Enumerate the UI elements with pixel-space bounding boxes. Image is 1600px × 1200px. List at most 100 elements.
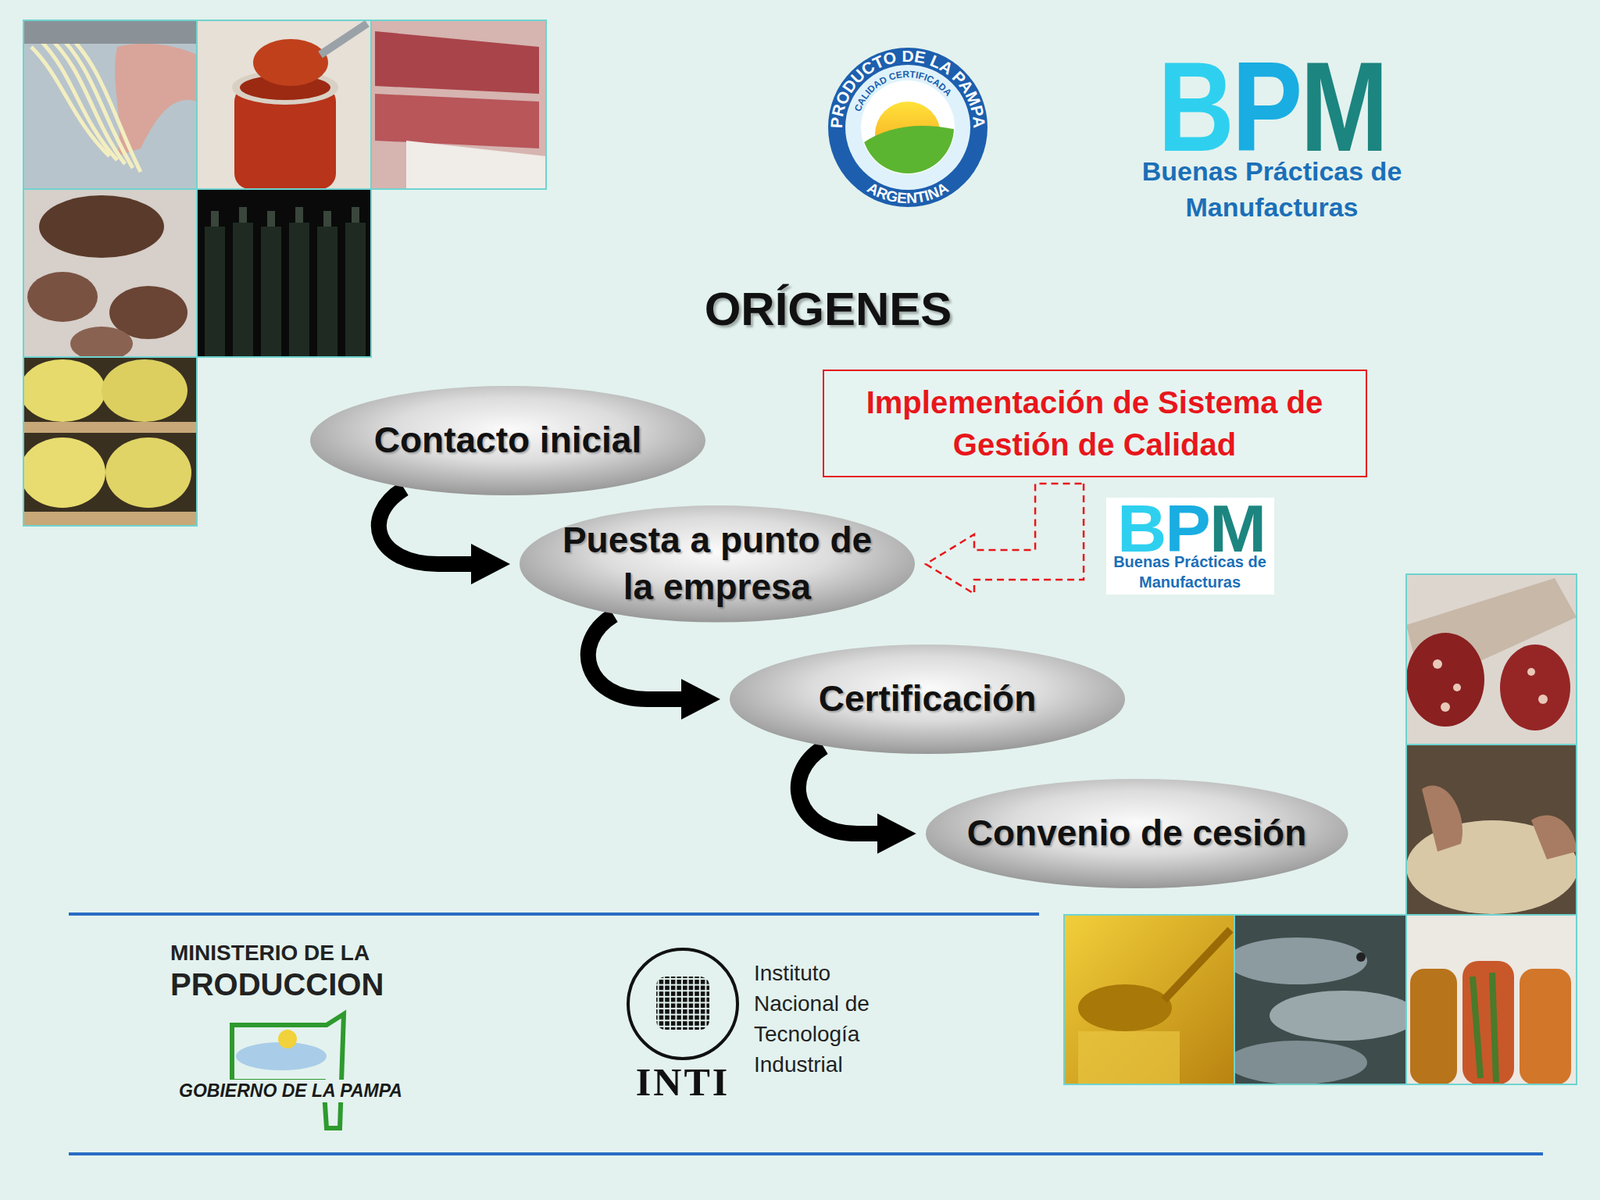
photo-fish <box>1356 952 1366 962</box>
photo-cheese <box>105 437 192 508</box>
photo-meat <box>375 93 540 149</box>
photo-frames <box>23 20 197 190</box>
photo-pickles <box>1406 914 1577 1085</box>
photo-honey <box>1064 914 1235 1085</box>
photo-cheese <box>23 511 197 526</box>
photo-bottles <box>267 210 275 227</box>
process-ellipse: Certificación <box>728 642 1127 756</box>
ellipse-fill <box>519 505 915 623</box>
flow-arrow <box>798 747 886 835</box>
note-label: Implementación de Sistema de Gestión de … <box>860 381 1329 466</box>
ellipse-fill <box>925 778 1349 889</box>
photo-bottles <box>351 207 360 223</box>
photo-honey <box>1164 929 1231 1000</box>
photo-frames <box>23 189 197 358</box>
photo-salami <box>1440 702 1450 712</box>
photo-bottles <box>210 210 219 227</box>
photo-bottles <box>345 222 366 358</box>
photo-cheese <box>23 437 106 508</box>
photo-pickles <box>1410 968 1458 1085</box>
photo-dough <box>1531 815 1577 860</box>
photo-fish <box>1234 914 1407 1085</box>
org-name: Instituto Nacional de Tecnología Industr… <box>753 957 911 1080</box>
seal-text: PRODUCTO DE LA PAMPA <box>827 46 990 129</box>
photo-bottles <box>289 222 310 358</box>
photo-dough <box>1421 785 1463 852</box>
org-name: PRODUCCION <box>170 965 384 1004</box>
photo-fish <box>1234 937 1368 985</box>
photo-pickles <box>1462 960 1515 1085</box>
photo-bottles <box>210 207 360 227</box>
photo-salami <box>1432 659 1548 712</box>
logo-caption: Buenas Prácticas de Manufacturas <box>1110 551 1271 593</box>
node-text-group: Convenio de cesión <box>967 810 1308 858</box>
step-label: Contacto inicial <box>374 417 642 465</box>
step-label: Convenio de cesión <box>967 810 1308 858</box>
inti-emblem <box>628 949 738 1059</box>
photo-fish <box>1269 990 1407 1041</box>
photo-bottles <box>323 210 332 227</box>
photo-bottles <box>232 222 254 358</box>
photo-dough <box>1406 744 1577 915</box>
photo-salami <box>1406 632 1485 727</box>
ellipse-fill <box>310 385 706 496</box>
photo-alfajores <box>27 271 98 322</box>
photo-meat <box>406 140 547 190</box>
photo-alfajores <box>39 195 165 258</box>
province-emblem <box>235 1042 327 1071</box>
photo-salami <box>1538 694 1548 704</box>
logo-caption: Buenas Prácticas de Manufacturas <box>1137 153 1408 225</box>
photo-cheese <box>23 359 106 422</box>
photo-meat <box>371 20 547 190</box>
photo-bottles <box>295 207 304 223</box>
step-label: Puesta a punto de la empresa <box>560 517 874 611</box>
logo-letters: BPM <box>1117 494 1265 562</box>
photo-bottles <box>204 222 366 358</box>
photo-alfajores <box>23 189 197 358</box>
photo-pasta <box>23 20 197 190</box>
photo-honey <box>1078 1031 1180 1085</box>
inti-emblem <box>656 976 710 1030</box>
separator-line <box>68 1152 1543 1156</box>
quality-seal: PRODUCTO DE LA PAMPA CALIDAD CERTIFICADA… <box>827 46 990 208</box>
photo-frames <box>196 189 372 358</box>
logo-letters: BPM <box>1157 42 1386 172</box>
seal-text: ARGENTINA <box>864 178 952 207</box>
quality-seal <box>859 125 957 180</box>
org-name: MINISTERIO DE LA <box>170 939 370 967</box>
photo-pasta <box>31 29 141 172</box>
node-text-group: Certificación <box>818 675 1037 723</box>
seal-text: CALIDAD CERTIFICADA <box>852 68 954 114</box>
ellipse-fill <box>729 644 1125 754</box>
photo-salami <box>1453 683 1461 692</box>
province-emblem <box>232 1014 344 1129</box>
photo-frames <box>1406 914 1577 1085</box>
seal-text: PRODUCTO DE LA PAMPA <box>827 46 990 129</box>
photo-frames <box>1234 914 1407 1085</box>
photo-jam <box>196 20 372 190</box>
photo-pasta <box>23 20 197 44</box>
photo-fish <box>1234 1040 1368 1085</box>
photo-frames <box>371 20 547 190</box>
separator-line <box>68 912 1040 916</box>
node-text-group: Puesta a punto de la empresa <box>560 517 874 611</box>
photo-jam <box>320 23 368 55</box>
photo-bottles <box>317 226 338 358</box>
process-ellipse: Puesta a punto de la empresa <box>517 503 917 625</box>
flow-arrow <box>588 615 690 700</box>
org-acronym: INTI <box>635 1060 730 1104</box>
photo-meat <box>375 31 540 94</box>
photo-frames <box>196 20 372 190</box>
photo-frames <box>1406 744 1577 915</box>
photo-cheese <box>23 357 197 526</box>
photo-jam <box>196 20 372 190</box>
process-ellipse: Contacto inicial <box>308 384 708 497</box>
quality-seal <box>845 64 971 190</box>
photo-cheese <box>101 359 188 422</box>
photo-bottles <box>196 189 372 358</box>
process-ellipse: Convenio de cesión <box>924 777 1350 890</box>
photo-pasta <box>23 20 197 190</box>
photo-frames <box>1064 914 1235 1085</box>
photo-frames <box>1406 574 1577 745</box>
